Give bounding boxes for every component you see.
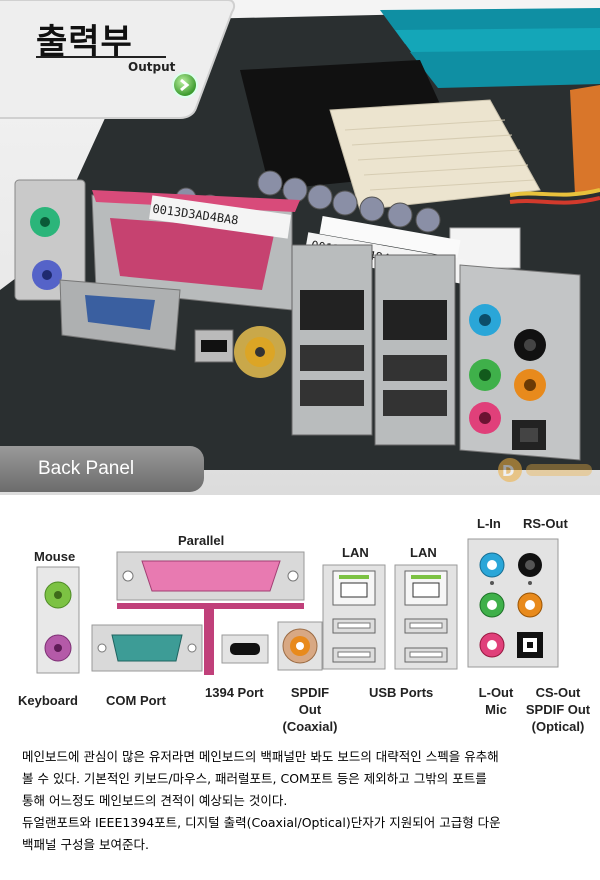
description-line: 통해 어느정도 메인보드의 견적이 예상되는 것이다.: [22, 793, 288, 808]
label-mic: Mic: [485, 702, 507, 717]
label-line-in: L-In: [477, 516, 501, 531]
audio-jacks-photo: [459, 264, 581, 461]
section-subtitle: Output: [128, 60, 176, 74]
label-mouse: Mouse: [34, 549, 76, 564]
arrow-right-circle-icon[interactable]: [172, 72, 198, 98]
motherboard-illustration: 0013D3AD4BA8 0013D3AD4842: [0, 0, 600, 470]
lan-usb-stack-photo: [291, 244, 456, 446]
parallel-port-diagram: [116, 551, 305, 675]
title-underline: [36, 56, 166, 58]
audio-jacks-diagram: [467, 538, 559, 668]
back-panel-tab: [0, 446, 204, 492]
label-line-out-mic: L-Out Mic: [474, 684, 518, 718]
lan-usb-stack-1-diagram: [322, 564, 386, 670]
svg-text:D: D: [502, 462, 514, 480]
label-spdif-coaxial: SPDIF Out (Coaxial): [277, 684, 343, 735]
label-spdif-coaxial-line-2: Out: [298, 702, 322, 717]
label-keyboard: Keyboard: [18, 693, 78, 708]
label-lan-1: LAN: [342, 545, 369, 560]
memory-slots: [380, 8, 600, 88]
description-line: 백패널 구성을 보여준다.: [22, 837, 149, 852]
description-text: 메인보드에 관심이 많은 유저라면 메인보드의 백패널만 봐도 보드의 대략적인…: [22, 746, 584, 856]
label-spdif-coaxial-line-1: SPDIF: [290, 685, 330, 700]
label-com-port: COM Port: [106, 693, 166, 708]
db-logo-icon: D: [496, 456, 596, 484]
back-panel-schematic: [36, 538, 559, 675]
label-usb-ports: USB Ports: [369, 685, 434, 700]
coaxial-port-diagram: [277, 621, 323, 671]
label-rs-out: RS-Out: [523, 516, 568, 531]
description-line: 듀얼랜포트와 IEEE1394포트, 디지털 출력(Coaxial/Optica…: [22, 815, 501, 830]
label-spdif-optical-line-1: SPDIF Out: [525, 702, 591, 717]
back-panel-diagram: Mouse Parallel LAN LAN L-In RS-Out Keybo…: [0, 495, 600, 740]
lan-usb-stack-2-diagram: [394, 564, 458, 670]
firewire-port-diagram: [221, 634, 269, 664]
label-cs-out-optical: CS-Out SPDIF Out (Optical): [520, 684, 596, 735]
motherboard-photo: 0013D3AD4BA8 0013D3AD4842: [0, 0, 600, 495]
description-line: 볼 수 있다. 기본적인 키보드/마우스, 패러럴포트, COM포트 등은 제외…: [22, 771, 487, 786]
label-spdif-optical-line-2: (Optical): [531, 719, 585, 734]
label-parallel: Parallel: [178, 533, 225, 548]
label-line-out: L-Out: [478, 685, 514, 700]
back-panel-label: Back Panel: [38, 458, 135, 479]
com-port-diagram: [91, 624, 203, 672]
label-1394-port: 1394 Port: [205, 685, 264, 700]
ps2-ports-diagram: [36, 566, 80, 674]
label-spdif-coaxial-line-3: (Coaxial): [282, 719, 338, 734]
section-title: 출력부: [36, 22, 133, 62]
label-lan-2: LAN: [410, 545, 437, 560]
description-line: 메인보드에 관심이 많은 유저라면 메인보드의 백패널만 봐도 보드의 대략적인…: [22, 749, 499, 764]
label-cs-out: CS-Out: [535, 685, 581, 700]
com-port-photo: [59, 279, 181, 351]
ps2-ports-photo: [14, 179, 86, 301]
